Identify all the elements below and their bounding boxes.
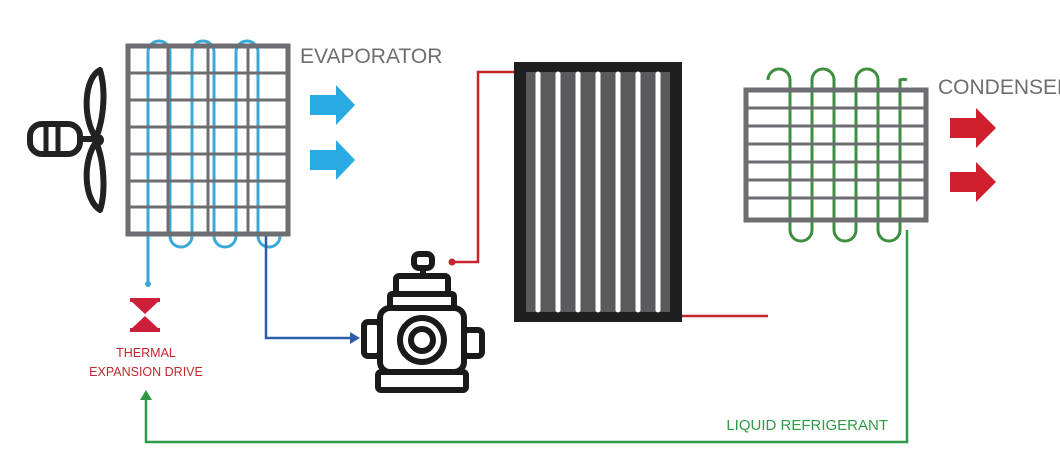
suction-line	[264, 236, 352, 340]
fan-icon	[27, 67, 107, 213]
condenser-coil	[743, 67, 929, 243]
liquid-line	[144, 230, 909, 444]
arrow-right-icon	[950, 162, 996, 202]
arrow-right-icon	[950, 108, 996, 148]
condenser-label: CONDENSER	[938, 76, 1060, 99]
liquid-refrigerant-label: LIQUID REFRIGERANT	[726, 417, 888, 434]
evaporator-coil	[125, 39, 291, 287]
arrow-right-icon	[310, 85, 355, 125]
expansion-valve-icon	[130, 298, 160, 332]
discharge-line	[452, 70, 514, 264]
arrow-right-icon	[310, 140, 355, 180]
arrow-head-icon	[350, 332, 360, 344]
expansion-label-line2: EXPANSION DRIVE	[89, 365, 203, 379]
heat-exchanger-panel	[514, 62, 682, 322]
expansion-label-line1: THERMAL	[116, 346, 176, 360]
evaporator-label: EVAPORATOR	[300, 45, 442, 68]
compressor-icon	[361, 251, 485, 393]
arrow-head-icon	[140, 390, 152, 400]
